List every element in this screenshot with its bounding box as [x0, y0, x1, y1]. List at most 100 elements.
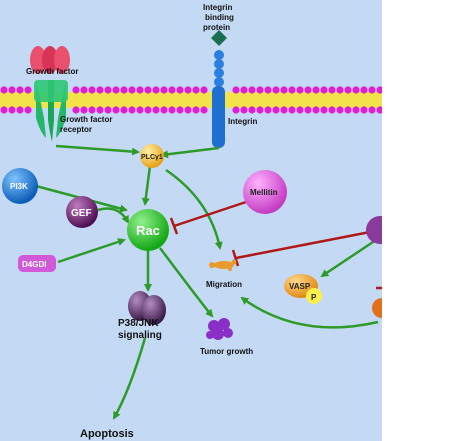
- membrane-lipid-head: [264, 106, 272, 114]
- integrin-icon: [211, 30, 227, 148]
- membrane-lipid-head: [72, 106, 80, 114]
- p38-node: [128, 291, 166, 325]
- membrane-lipid-head: [0, 86, 8, 94]
- membrane-lipid-head: [192, 106, 200, 114]
- right-blank-area: [382, 0, 474, 441]
- p38-label-2: signaling: [118, 330, 162, 341]
- membrane-lipid-head: [248, 86, 256, 94]
- membrane-lipid-head: [184, 86, 192, 94]
- membrane-lipid-head: [152, 86, 160, 94]
- growth-factor-receptor-label-2: receptor: [60, 125, 92, 134]
- vasp-label: VASP: [289, 282, 311, 291]
- integrin-binding-label-3: protein: [203, 23, 230, 32]
- migration-icon: [209, 259, 237, 271]
- cell-membrane: [0, 86, 384, 114]
- membrane-lipid-head: [80, 86, 88, 94]
- membrane-lipid-head: [8, 86, 16, 94]
- membrane-lipid-head: [296, 106, 304, 114]
- plc-label: PLCγ1: [141, 154, 163, 161]
- membrane-lipid-head: [344, 106, 352, 114]
- membrane-lipid-head: [320, 86, 328, 94]
- membrane-lipid-head: [0, 106, 8, 114]
- gef-node: [66, 196, 98, 228]
- phospho-badge: [306, 288, 322, 304]
- membrane-lipid-head: [336, 86, 344, 94]
- membrane-lipid-head: [112, 106, 120, 114]
- membrane-lipid-head: [112, 86, 120, 94]
- membrane-lipid-head: [256, 86, 264, 94]
- inhibition-lines: [169, 198, 382, 290]
- membrane-lipid-head: [240, 86, 248, 94]
- membrane-lipid-head: [128, 86, 136, 94]
- membrane-lipid-head: [336, 106, 344, 114]
- membrane-lipid-head: [352, 86, 360, 94]
- d4gdi-node: [18, 255, 56, 272]
- mellitin-node: [243, 170, 287, 214]
- growth-factor-receptor-label-1: Growth factor: [60, 115, 112, 124]
- membrane-lipid-head: [200, 106, 208, 114]
- membrane-lipid-head: [136, 86, 144, 94]
- membrane-lipid-head: [376, 106, 384, 114]
- rac-label: Rac: [136, 223, 160, 238]
- membrane-lipid-head: [128, 106, 136, 114]
- membrane-lipid-head: [88, 86, 96, 94]
- membrane-lipid-head: [200, 86, 208, 94]
- membrane-lipid-head: [312, 86, 320, 94]
- membrane-lipid-head: [352, 106, 360, 114]
- membrane-lipid-head: [160, 86, 168, 94]
- membrane-lipid-head: [120, 86, 128, 94]
- membrane-lipid-head: [376, 86, 384, 94]
- membrane-lipid-head: [296, 86, 304, 94]
- membrane-lipid-head: [104, 106, 112, 114]
- plc-node: [140, 144, 164, 168]
- mellitin-label: Mellitin: [250, 188, 278, 197]
- membrane-lipid-head: [264, 86, 272, 94]
- integrin-label: Integrin: [228, 117, 257, 126]
- integrin-binding-label-1: Integrin: [203, 3, 232, 12]
- p38-label-1: P38/JNK: [118, 318, 159, 329]
- phospho-label: P: [311, 293, 317, 302]
- membrane-lipid-head: [368, 106, 376, 114]
- membrane-lipid-head: [328, 86, 336, 94]
- membrane-lipid-head: [160, 106, 168, 114]
- apoptosis-label: Apoptosis: [80, 428, 134, 440]
- membrane-lipid-head: [16, 86, 24, 94]
- membrane-lipid-head: [24, 106, 32, 114]
- membrane-lipid-head: [240, 106, 248, 114]
- pi3k-node: [2, 168, 38, 204]
- membrane-lipid-head: [288, 86, 296, 94]
- membrane-lipid-head: [8, 106, 16, 114]
- membrane-lipid-head: [136, 106, 144, 114]
- membrane-lipid-head: [272, 86, 280, 94]
- rac-node: [127, 209, 169, 251]
- tumor-growth-label: Tumor growth: [200, 347, 253, 356]
- gef-label: GEF: [71, 208, 92, 219]
- membrane-lipid-head: [120, 106, 128, 114]
- migration-label: Migration: [206, 280, 242, 289]
- membrane-lipid-head: [320, 106, 328, 114]
- membrane-lipid-head: [360, 106, 368, 114]
- membrane-lipid-head: [360, 86, 368, 94]
- membrane-lipid-head: [368, 86, 376, 94]
- membrane-lipid-head: [24, 86, 32, 94]
- membrane-lipid-head: [144, 86, 152, 94]
- membrane-lipid-head: [184, 106, 192, 114]
- membrane-lipid-head: [288, 106, 296, 114]
- membrane-lipid-head: [232, 86, 240, 94]
- d4gdi-label: D4GDI: [22, 260, 46, 269]
- membrane-lipid-head: [272, 106, 280, 114]
- membrane-lipid-head: [168, 106, 176, 114]
- growth-factor-label: Growth factor: [26, 67, 78, 76]
- membrane-core: [0, 92, 382, 108]
- membrane-lipid-head: [16, 106, 24, 114]
- growth-factor-receptor-icon: [30, 46, 70, 142]
- tumor-node: [206, 318, 233, 340]
- pi3k-label: PI3K: [10, 182, 28, 191]
- integrin-binding-label-2: binding: [205, 13, 234, 22]
- membrane-lipid-head: [280, 86, 288, 94]
- membrane-lipid-head: [256, 106, 264, 114]
- membrane-lipid-head: [80, 106, 88, 114]
- membrane-lipid-head: [96, 86, 104, 94]
- membrane-lipid-head: [176, 86, 184, 94]
